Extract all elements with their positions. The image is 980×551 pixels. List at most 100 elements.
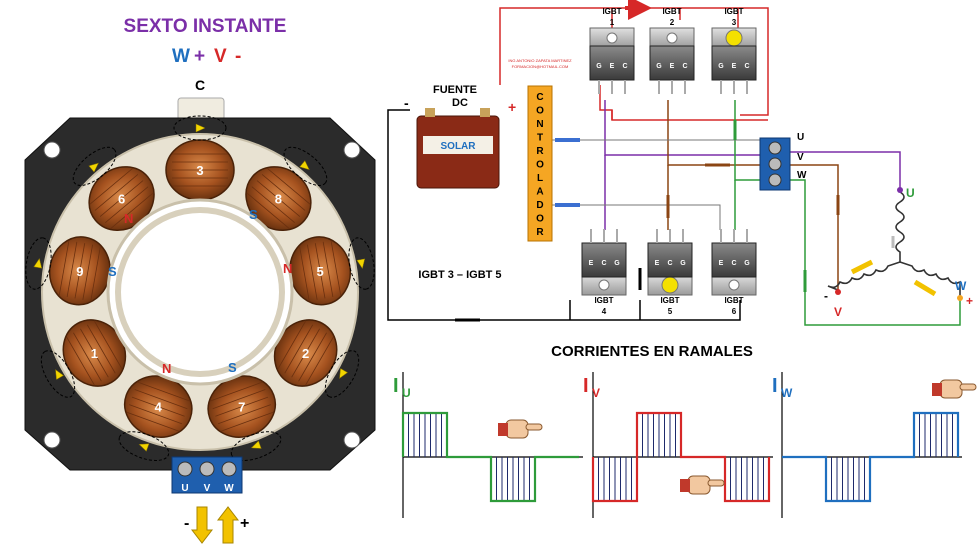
coil-v (827, 261, 901, 291)
igbt-pin-label: E (719, 260, 724, 267)
stator-coil: 9 (25, 236, 111, 306)
coil-wire (322, 241, 334, 298)
current-label-main: I (583, 375, 589, 397)
stator-coil: 2 (273, 319, 360, 398)
phase-line: W + V - (172, 46, 241, 67)
coil-wire (215, 396, 269, 417)
coil-wire (110, 192, 154, 230)
battery-label-area (423, 136, 493, 154)
igbt-number: 5 (668, 307, 673, 316)
coil-wire (266, 167, 311, 205)
wire (599, 85, 613, 120)
igbt-pin-label: G (614, 260, 620, 267)
igbt-pin-label: E (670, 63, 675, 70)
igbt-pin-label: G (744, 260, 750, 267)
star-winding: U V W - + (824, 186, 973, 319)
igbt-number: 4 (602, 307, 607, 316)
wire-w-to-star (790, 179, 961, 326)
screw-icon (221, 461, 237, 477)
igbt-active-indicator (725, 29, 743, 47)
gate-line (552, 204, 721, 230)
coil-wire (314, 243, 326, 299)
coil-wire (58, 240, 70, 296)
coil-wire (74, 243, 86, 299)
author-line1: ING ANTONIO ZAPATA MARTINEZ (508, 58, 572, 63)
controller-letter: A (536, 187, 543, 198)
igbt-number: 3 (732, 18, 737, 27)
coil-wire (79, 328, 109, 378)
phase-w: W (172, 46, 190, 67)
phase-v: V (214, 46, 227, 67)
title: SEXTO INSTANTE (124, 16, 287, 37)
controller-letter: N (536, 119, 543, 130)
coil-number: 9 (76, 264, 83, 279)
pole-s-left: S (108, 264, 117, 279)
screw-icon (177, 461, 193, 477)
coil-number: 6 (118, 192, 125, 207)
igbt-name: IGBT (660, 296, 679, 305)
current-label-sub: U (402, 386, 411, 400)
screw-icon (199, 461, 215, 477)
pointing-hand-icon (498, 419, 543, 439)
arrow-down-icon (190, 506, 214, 544)
output-terminal-w: W (797, 170, 807, 181)
igbt-tab-hole (666, 32, 678, 44)
coil-wire (90, 245, 101, 302)
mount-hole (43, 431, 61, 449)
controller-letter: O (536, 106, 544, 117)
flux-loop (40, 350, 76, 398)
coil-wire (212, 389, 266, 410)
mount-hole (343, 141, 361, 159)
stator-arrow-plus: + (240, 515, 249, 532)
inverter-circuit: SOLAR FUENTE DC - + ING ANTONIO ZAPATA M… (387, 0, 973, 326)
battery-brand: SOLAR (441, 141, 477, 152)
stator-coil: 1 (40, 319, 127, 398)
coil-wire (251, 186, 295, 223)
igbt-body (647, 242, 693, 278)
hand-palm (505, 419, 529, 439)
igbt-pin-label: C (601, 260, 606, 267)
stator-terminal-v: V (204, 483, 211, 494)
dc-label: DC (452, 97, 468, 109)
flux-arrow-icon (33, 257, 43, 269)
screw-icon (768, 141, 782, 155)
phase-u-wire (604, 100, 760, 156)
flux-loop (230, 431, 282, 461)
coil-wire (131, 396, 185, 417)
coil-u (895, 191, 905, 262)
current-label-main: I (393, 375, 399, 397)
star-label-v: V (834, 305, 842, 319)
wire (611, 110, 768, 121)
current-label-main: I (772, 375, 778, 397)
pointing-hand-icon (932, 379, 977, 399)
flux-arrow-icon (55, 369, 64, 380)
igbt-name: IGBT (724, 296, 743, 305)
controller-letter: C (536, 92, 543, 103)
igbt-pin-label: E (655, 260, 660, 267)
flux-loop (283, 146, 328, 186)
author-line2: FORMACION@HOTMAIL.COM (512, 64, 569, 69)
battery-terminal (480, 108, 490, 117)
coil-wire (89, 167, 134, 205)
igbt-body (711, 242, 757, 278)
flux-arrow-icon (88, 162, 99, 173)
phase-minus: - (235, 46, 241, 67)
controller-letter: R (536, 146, 544, 157)
current-arrow-icon (913, 279, 937, 297)
flux-loop (348, 237, 375, 290)
coil-wire (137, 381, 191, 402)
coil-number: 1 (91, 346, 98, 361)
igbt-pin-label: E (732, 63, 737, 70)
coil-wire (277, 320, 307, 370)
star-v-sign: - (824, 289, 828, 303)
coil-wire (82, 244, 93, 300)
igbt-number: 2 (670, 18, 675, 27)
coil-wire (305, 336, 334, 386)
hand-finger (525, 423, 543, 431)
hand-palm (939, 379, 963, 399)
